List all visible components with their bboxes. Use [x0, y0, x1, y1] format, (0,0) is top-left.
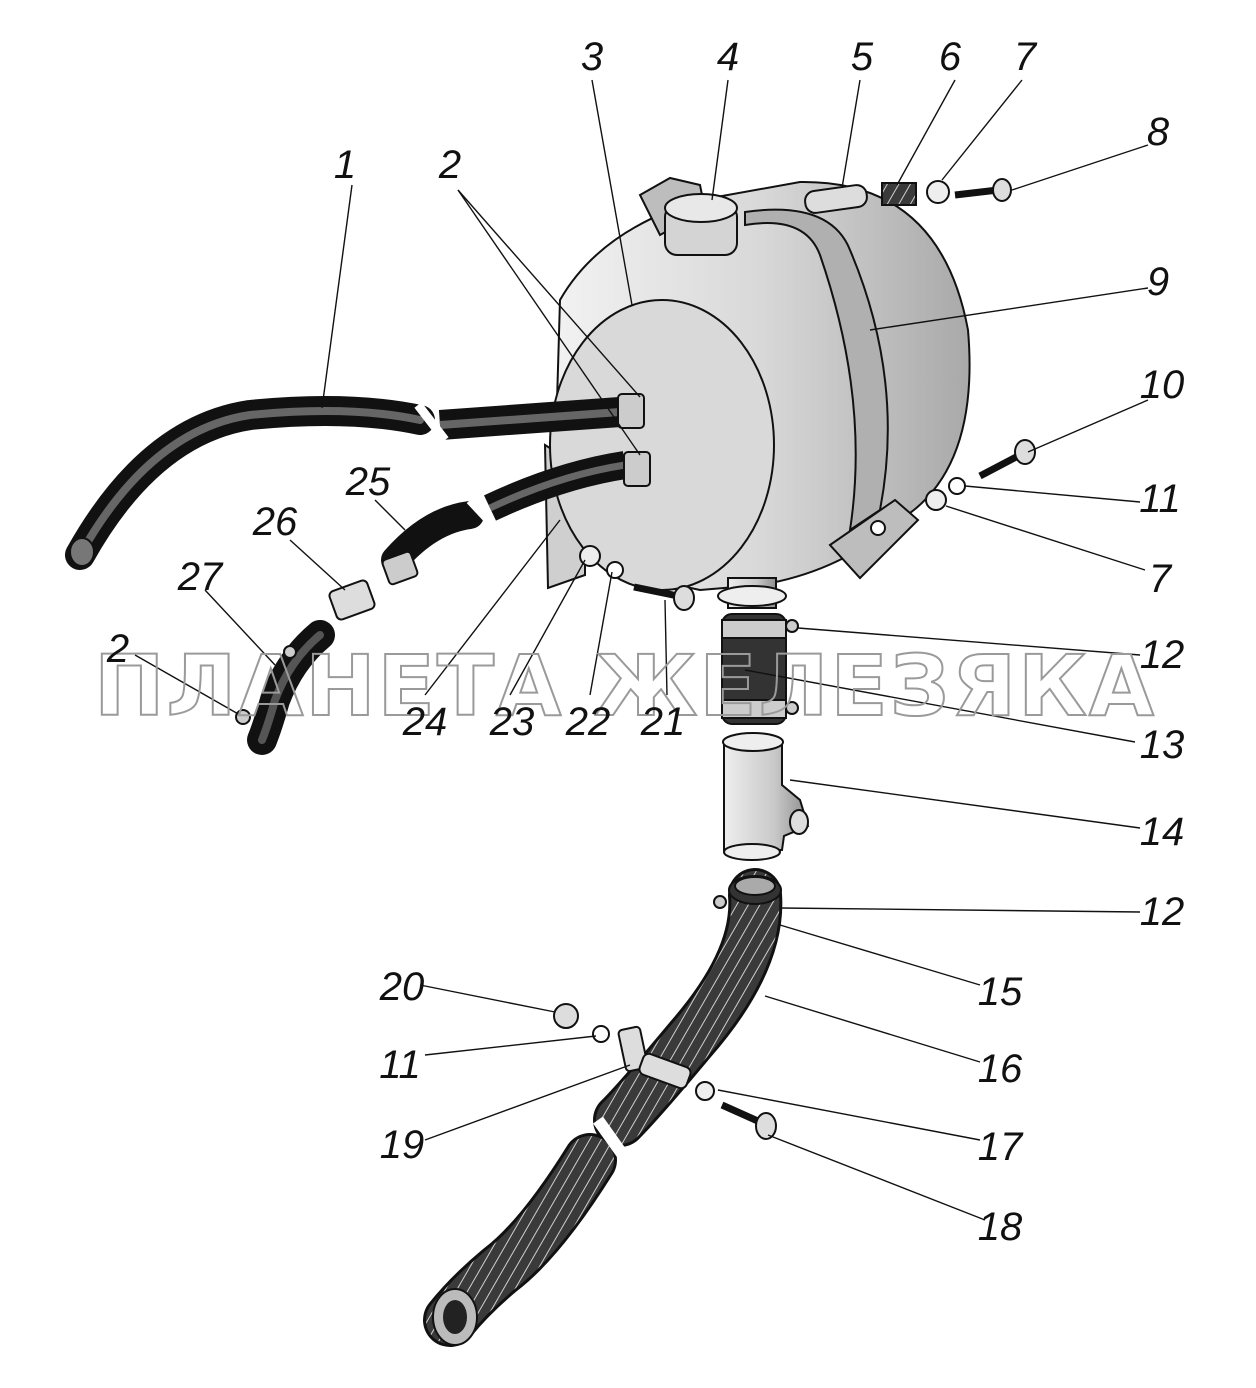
- label-16: 16: [978, 1047, 1023, 1091]
- bottom-bracket: [828, 498, 920, 580]
- label-2-left: 2: [106, 627, 129, 671]
- label-7-top: 7: [1014, 35, 1038, 79]
- label-8: 8: [1147, 110, 1170, 154]
- washer-7: [925, 489, 947, 511]
- bolt-10: [978, 451, 1022, 480]
- label-11-right: 11: [1139, 477, 1181, 521]
- label-25: 25: [345, 460, 391, 504]
- hose-clamp-25: [381, 550, 419, 586]
- label-4: 4: [717, 35, 739, 79]
- connecting-hose-13: [721, 613, 787, 725]
- lock-washer-11: [948, 477, 966, 495]
- bolt-8: [954, 186, 999, 199]
- label-26: 26: [252, 500, 298, 544]
- spring-6: [881, 182, 917, 206]
- hose-coupling: [328, 579, 376, 621]
- label-7-right: 7: [1149, 557, 1173, 601]
- label-12-bottom: 12: [1140, 890, 1185, 934]
- bolt-21: [633, 583, 679, 600]
- label-17: 17: [978, 1125, 1024, 1169]
- callout-labels: 1 2 3 4 5 6 7 8 9 10 11 7 12 13 14 12 15…: [106, 35, 1184, 1249]
- label-1: 1: [334, 143, 356, 187]
- label-21: 21: [640, 700, 686, 744]
- label-6: 6: [939, 35, 962, 79]
- leader-lines: [134, 79, 1149, 1221]
- label-3: 3: [581, 35, 603, 79]
- label-10: 10: [1140, 363, 1185, 407]
- hose-bracket-19: [617, 1025, 649, 1073]
- nut-20: [553, 1003, 579, 1029]
- hose-break-mark: [414, 402, 449, 443]
- washer-7-top: [926, 180, 950, 204]
- label-18: 18: [978, 1205, 1023, 1249]
- expansion-tank: [543, 176, 971, 609]
- lower-hose: [381, 501, 484, 574]
- watermark: ПЛАНЕТА ЖЕЛЕЗЯКА: [94, 637, 1156, 735]
- label-9: 9: [1147, 260, 1169, 304]
- hose-clamp-upper: [617, 393, 645, 429]
- label-22: 22: [565, 700, 611, 744]
- label-11-lower: 11: [379, 1043, 421, 1087]
- tank-end-face: [549, 299, 775, 591]
- sleeve-5: [804, 184, 868, 214]
- hose-clamp-lower: [623, 451, 651, 487]
- clamp-12-top-ring: [717, 585, 787, 607]
- label-14: 14: [1140, 810, 1185, 854]
- label-24: 24: [402, 700, 448, 744]
- label-2-top: 2: [438, 143, 461, 187]
- label-20: 20: [379, 965, 425, 1009]
- bolt-18: [720, 1101, 762, 1126]
- label-19: 19: [380, 1123, 425, 1167]
- lock-washer-11-lower: [592, 1025, 610, 1043]
- washer-17: [695, 1081, 715, 1101]
- label-23: 23: [489, 700, 535, 744]
- label-27: 27: [177, 555, 224, 599]
- label-13: 13: [1140, 723, 1185, 767]
- label-5: 5: [851, 35, 874, 79]
- label-15: 15: [978, 970, 1023, 1014]
- lock-washer-22: [606, 561, 624, 579]
- label-12-top: 12: [1140, 633, 1185, 677]
